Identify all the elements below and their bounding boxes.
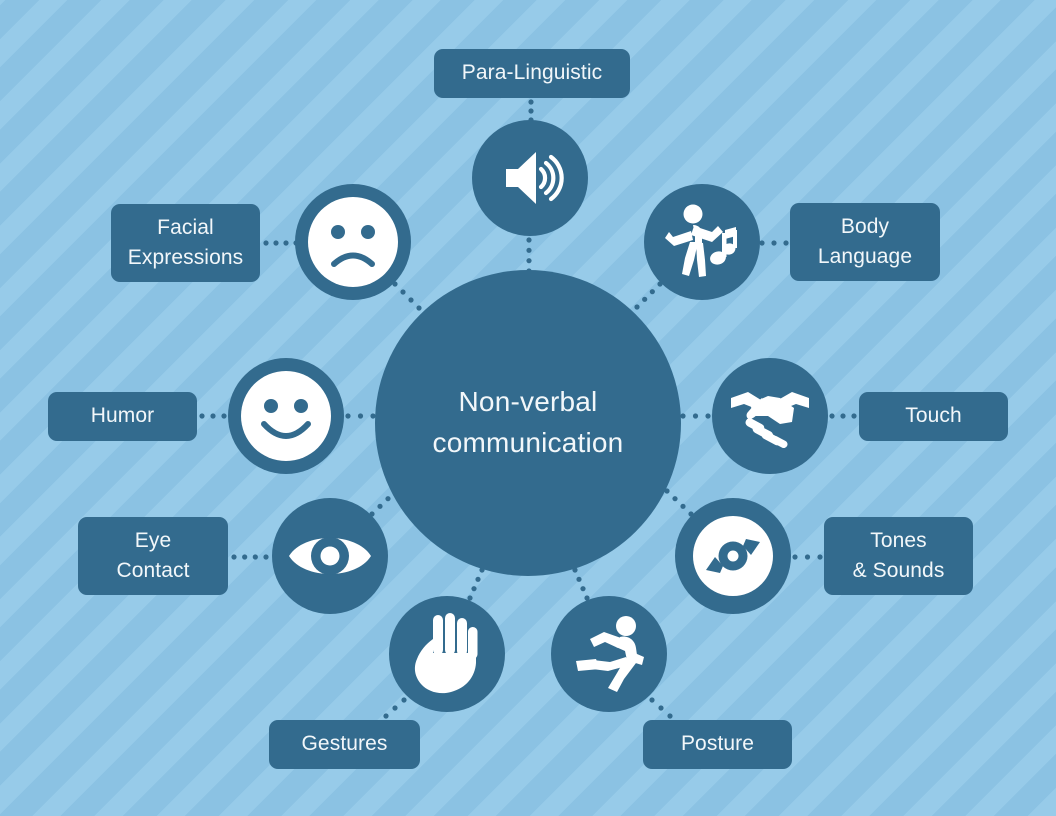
label-text: Touch bbox=[905, 404, 962, 428]
label-body-language[interactable]: Body Language bbox=[790, 203, 940, 281]
label-touch[interactable]: Touch bbox=[859, 392, 1008, 441]
label-facial-expressions[interactable]: Facial Expressions bbox=[111, 204, 260, 282]
handshake-icon bbox=[728, 374, 812, 458]
node-icon-facial-expressions[interactable] bbox=[295, 184, 411, 300]
label-text: Tones & Sounds bbox=[852, 528, 945, 582]
open-hand-icon bbox=[409, 613, 485, 695]
node-icon-touch[interactable] bbox=[712, 358, 828, 474]
center-node: Non-verbal communication bbox=[375, 270, 681, 576]
running-person-icon bbox=[568, 613, 650, 695]
label-humor[interactable]: Humor bbox=[48, 392, 197, 441]
label-text: Posture bbox=[680, 732, 755, 756]
dancing-person-music-icon bbox=[660, 200, 744, 284]
label-text: Facial Expressions bbox=[127, 215, 244, 269]
node-icon-humor[interactable] bbox=[228, 358, 344, 474]
node-icon-posture[interactable] bbox=[551, 596, 667, 712]
label-text: Eye Contact bbox=[116, 528, 190, 582]
node-icon-eye-contact[interactable] bbox=[272, 498, 388, 614]
label-text: Gestures bbox=[301, 732, 388, 756]
node-icon-tones-and-sounds[interactable] bbox=[675, 498, 791, 614]
label-text: Humor bbox=[90, 404, 155, 428]
label-gestures[interactable]: Gestures bbox=[269, 720, 420, 769]
label-text: Body Language bbox=[817, 214, 913, 268]
label-para-linguistic[interactable]: Para-Linguistic bbox=[434, 49, 630, 98]
node-icon-para-linguistic[interactable] bbox=[472, 120, 588, 236]
node-icon-body-language[interactable] bbox=[644, 184, 760, 300]
speaker-volume-icon bbox=[494, 142, 566, 214]
eye-icon bbox=[286, 512, 374, 600]
center-node-label: Non-verbal communication bbox=[432, 386, 624, 458]
vinyl-disc-icon bbox=[690, 513, 776, 599]
label-tones-and-sounds[interactable]: Tones & Sounds bbox=[824, 517, 973, 595]
label-posture[interactable]: Posture bbox=[643, 720, 792, 769]
label-eye-contact[interactable]: Eye Contact bbox=[78, 517, 228, 595]
smiley-face-icon bbox=[238, 368, 334, 464]
sad-face-icon bbox=[305, 194, 401, 290]
label-text: Para-Linguistic bbox=[461, 61, 603, 85]
node-icon-gestures[interactable] bbox=[389, 596, 505, 712]
